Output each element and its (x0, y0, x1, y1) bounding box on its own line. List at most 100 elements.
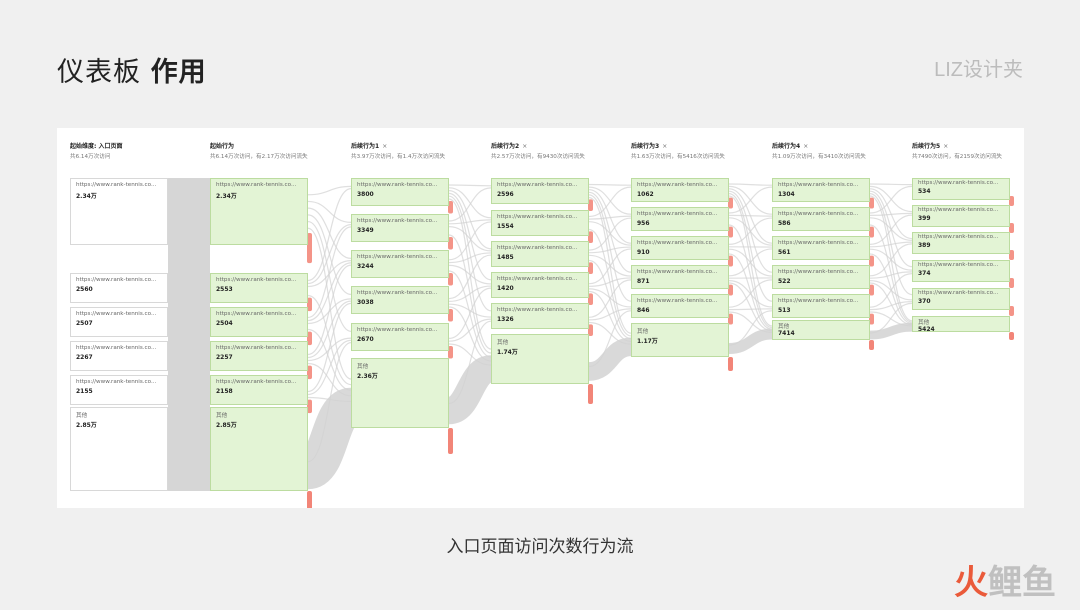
flow-link (869, 253, 913, 324)
flow-node[interactable]: https://www.rank-tennis.co...956 (631, 207, 729, 231)
flow-node[interactable]: https://www.rank-tennis.co...846 (631, 294, 729, 318)
flow-link (588, 215, 632, 220)
drop-off-mark (448, 428, 453, 454)
flow-node[interactable]: https://www.rank-tennis.co...513 (772, 294, 870, 318)
node-page-url: 其他 (918, 320, 930, 326)
column-title-text: 后续行为1 (351, 143, 380, 150)
flow-node[interactable]: https://www.rank-tennis.co...2504 (210, 307, 308, 337)
flow-node[interactable]: https://www.rank-tennis.co... 1326 (491, 303, 589, 329)
flow-link (588, 246, 632, 254)
flow-node[interactable]: https://www.rank-tennis.co...2.34万 (210, 178, 308, 245)
remove-step-icon[interactable]: × (662, 143, 668, 150)
flow-link (448, 318, 492, 342)
node-visit-count: 1326 (497, 316, 514, 323)
flow-node[interactable]: https://www.rank-tennis.co...3349 (351, 214, 449, 242)
node-page-url: https://www.rank-tennis.co... (778, 211, 859, 217)
flow-node[interactable]: https://www.rank-tennis.co...1062 (631, 178, 729, 202)
drop-off-mark (588, 293, 593, 306)
node-visit-count: 871 (637, 278, 650, 285)
node-visit-count: 846 (637, 307, 650, 314)
flow-link (728, 217, 773, 245)
flow-node[interactable]: https://www.rank-tennis.co...399 (912, 205, 1010, 227)
flow-link (728, 195, 773, 327)
column-title-text: 后续行为2 (491, 143, 520, 150)
flow-node[interactable]: https://www.rank-tennis.co...2158 (210, 375, 308, 405)
flow-node[interactable]: https://www.rank-tennis.co...1485 (491, 241, 589, 267)
flow-node[interactable]: https://www.rank-tennis.co...2553 (210, 273, 308, 303)
drop-off-mark (448, 272, 453, 286)
node-page-url: https://www.rank-tennis.co... (76, 182, 157, 188)
flow-node[interactable]: https://www.rank-tennis.co...3038 (351, 286, 449, 314)
drop-off-mark (448, 345, 453, 359)
logo-char-1: 火 (954, 563, 988, 603)
node-visit-count: 399 (918, 215, 931, 222)
flow-node[interactable]: https://www.rank-tennis.co...1304 (772, 178, 870, 202)
flow-node[interactable]: https://www.rank-tennis.co...910 (631, 236, 729, 260)
flow-node[interactable]: https://www.rank-tennis.co...1420 (491, 272, 589, 298)
flow-node[interactable]: https://www.rank-tennis.co...2560 (70, 273, 168, 303)
column-summary: 共6.14万次访问，有2.17万次访问流失 (210, 154, 308, 160)
column-title-text: 后续行为5 (912, 143, 941, 150)
flow-node[interactable]: https://www.rank-tennis.co...374 (912, 260, 1010, 282)
flow-node[interactable]: https://www.rank-tennis.co...3800 (351, 178, 449, 206)
flow-node[interactable]: https://www.rank-tennis.co...871 (631, 265, 729, 289)
flow-link (448, 187, 492, 219)
drop-off-mark (1009, 196, 1014, 206)
remove-step-icon[interactable]: × (382, 143, 388, 150)
behavior-flow-panel: 起始维度: 入口页面共6.14万次访问 https://www.rank-tenn… (57, 128, 1024, 508)
node-page-url: https://www.rank-tennis.co... (918, 262, 999, 268)
flow-link (307, 264, 352, 356)
column-header-2: 后续行为1×共3.97万次访问，有1.4万次访问流失 (351, 141, 481, 161)
flow-link (307, 339, 352, 396)
flow-node[interactable]: https://www.rank-tennis.co...3244 (351, 250, 449, 278)
node-visit-count: 2.34万 (76, 193, 97, 200)
flow-node[interactable]: https://www.rank-tennis.co...2257 (210, 341, 308, 371)
flow-node[interactable]: https://www.rank-tennis.co...2155 (70, 375, 168, 405)
flow-link (728, 279, 773, 308)
flow-link (869, 195, 913, 322)
flow-link (448, 226, 492, 252)
flow-node[interactable]: https://www.rank-tennis.co...389 (912, 232, 1010, 254)
flow-link (448, 190, 492, 250)
flow-link (448, 254, 492, 300)
node-visit-count: 2267 (76, 354, 93, 361)
flow-link (587, 337, 633, 381)
column-header-0: 起始维度: 入口页面共6.14万次访问 (70, 141, 200, 161)
flow-link (448, 303, 492, 318)
flow-link (728, 248, 773, 277)
flow-node[interactable]: https://www.rank-tennis.co...586 (772, 207, 870, 231)
node-page-url: https://www.rank-tennis.co... (497, 182, 578, 188)
flow-node[interactable]: https://www.rank-tennis.co... 2.34万 (70, 178, 168, 245)
flow-link (869, 273, 913, 308)
flow-link (588, 248, 632, 285)
node-visit-count: 1062 (637, 191, 654, 198)
drop-off-mark (1009, 278, 1014, 288)
remove-step-icon[interactable]: × (943, 143, 949, 150)
drop-off-mark (307, 399, 312, 414)
flow-node[interactable]: https://www.rank-tennis.co...1554 (491, 210, 589, 236)
node-visit-count: 2.36万 (357, 373, 378, 380)
flow-node[interactable]: https://www.rank-tennis.co...370 (912, 288, 1010, 310)
flow-node[interactable]: https://www.rank-tennis.co...2507 (70, 307, 168, 337)
remove-step-icon[interactable]: × (803, 143, 809, 150)
node-visit-count: 2507 (76, 320, 93, 327)
flow-link (728, 186, 773, 214)
drop-off-mark (728, 197, 733, 209)
flow-node[interactable]: https://www.rank-tennis.co...2596 (491, 178, 589, 204)
flow-node[interactable]: https://www.rank-tennis.co...2267 (70, 341, 168, 371)
drop-off-mark (728, 284, 733, 296)
flow-node[interactable]: https://www.rank-tennis.co...561 (772, 236, 870, 260)
flow-node[interactable]: https://www.rank-tennis.co...522 (772, 265, 870, 289)
node-page-url: https://www.rank-tennis.co... (497, 307, 578, 313)
remove-step-icon[interactable]: × (522, 143, 528, 150)
node-visit-count: 2.85万 (216, 422, 237, 429)
flow-node[interactable]: https://www.rank-tennis.co...2670 (351, 323, 449, 351)
flow-node[interactable]: https://www.rank-tennis.co...534 (912, 178, 1010, 200)
